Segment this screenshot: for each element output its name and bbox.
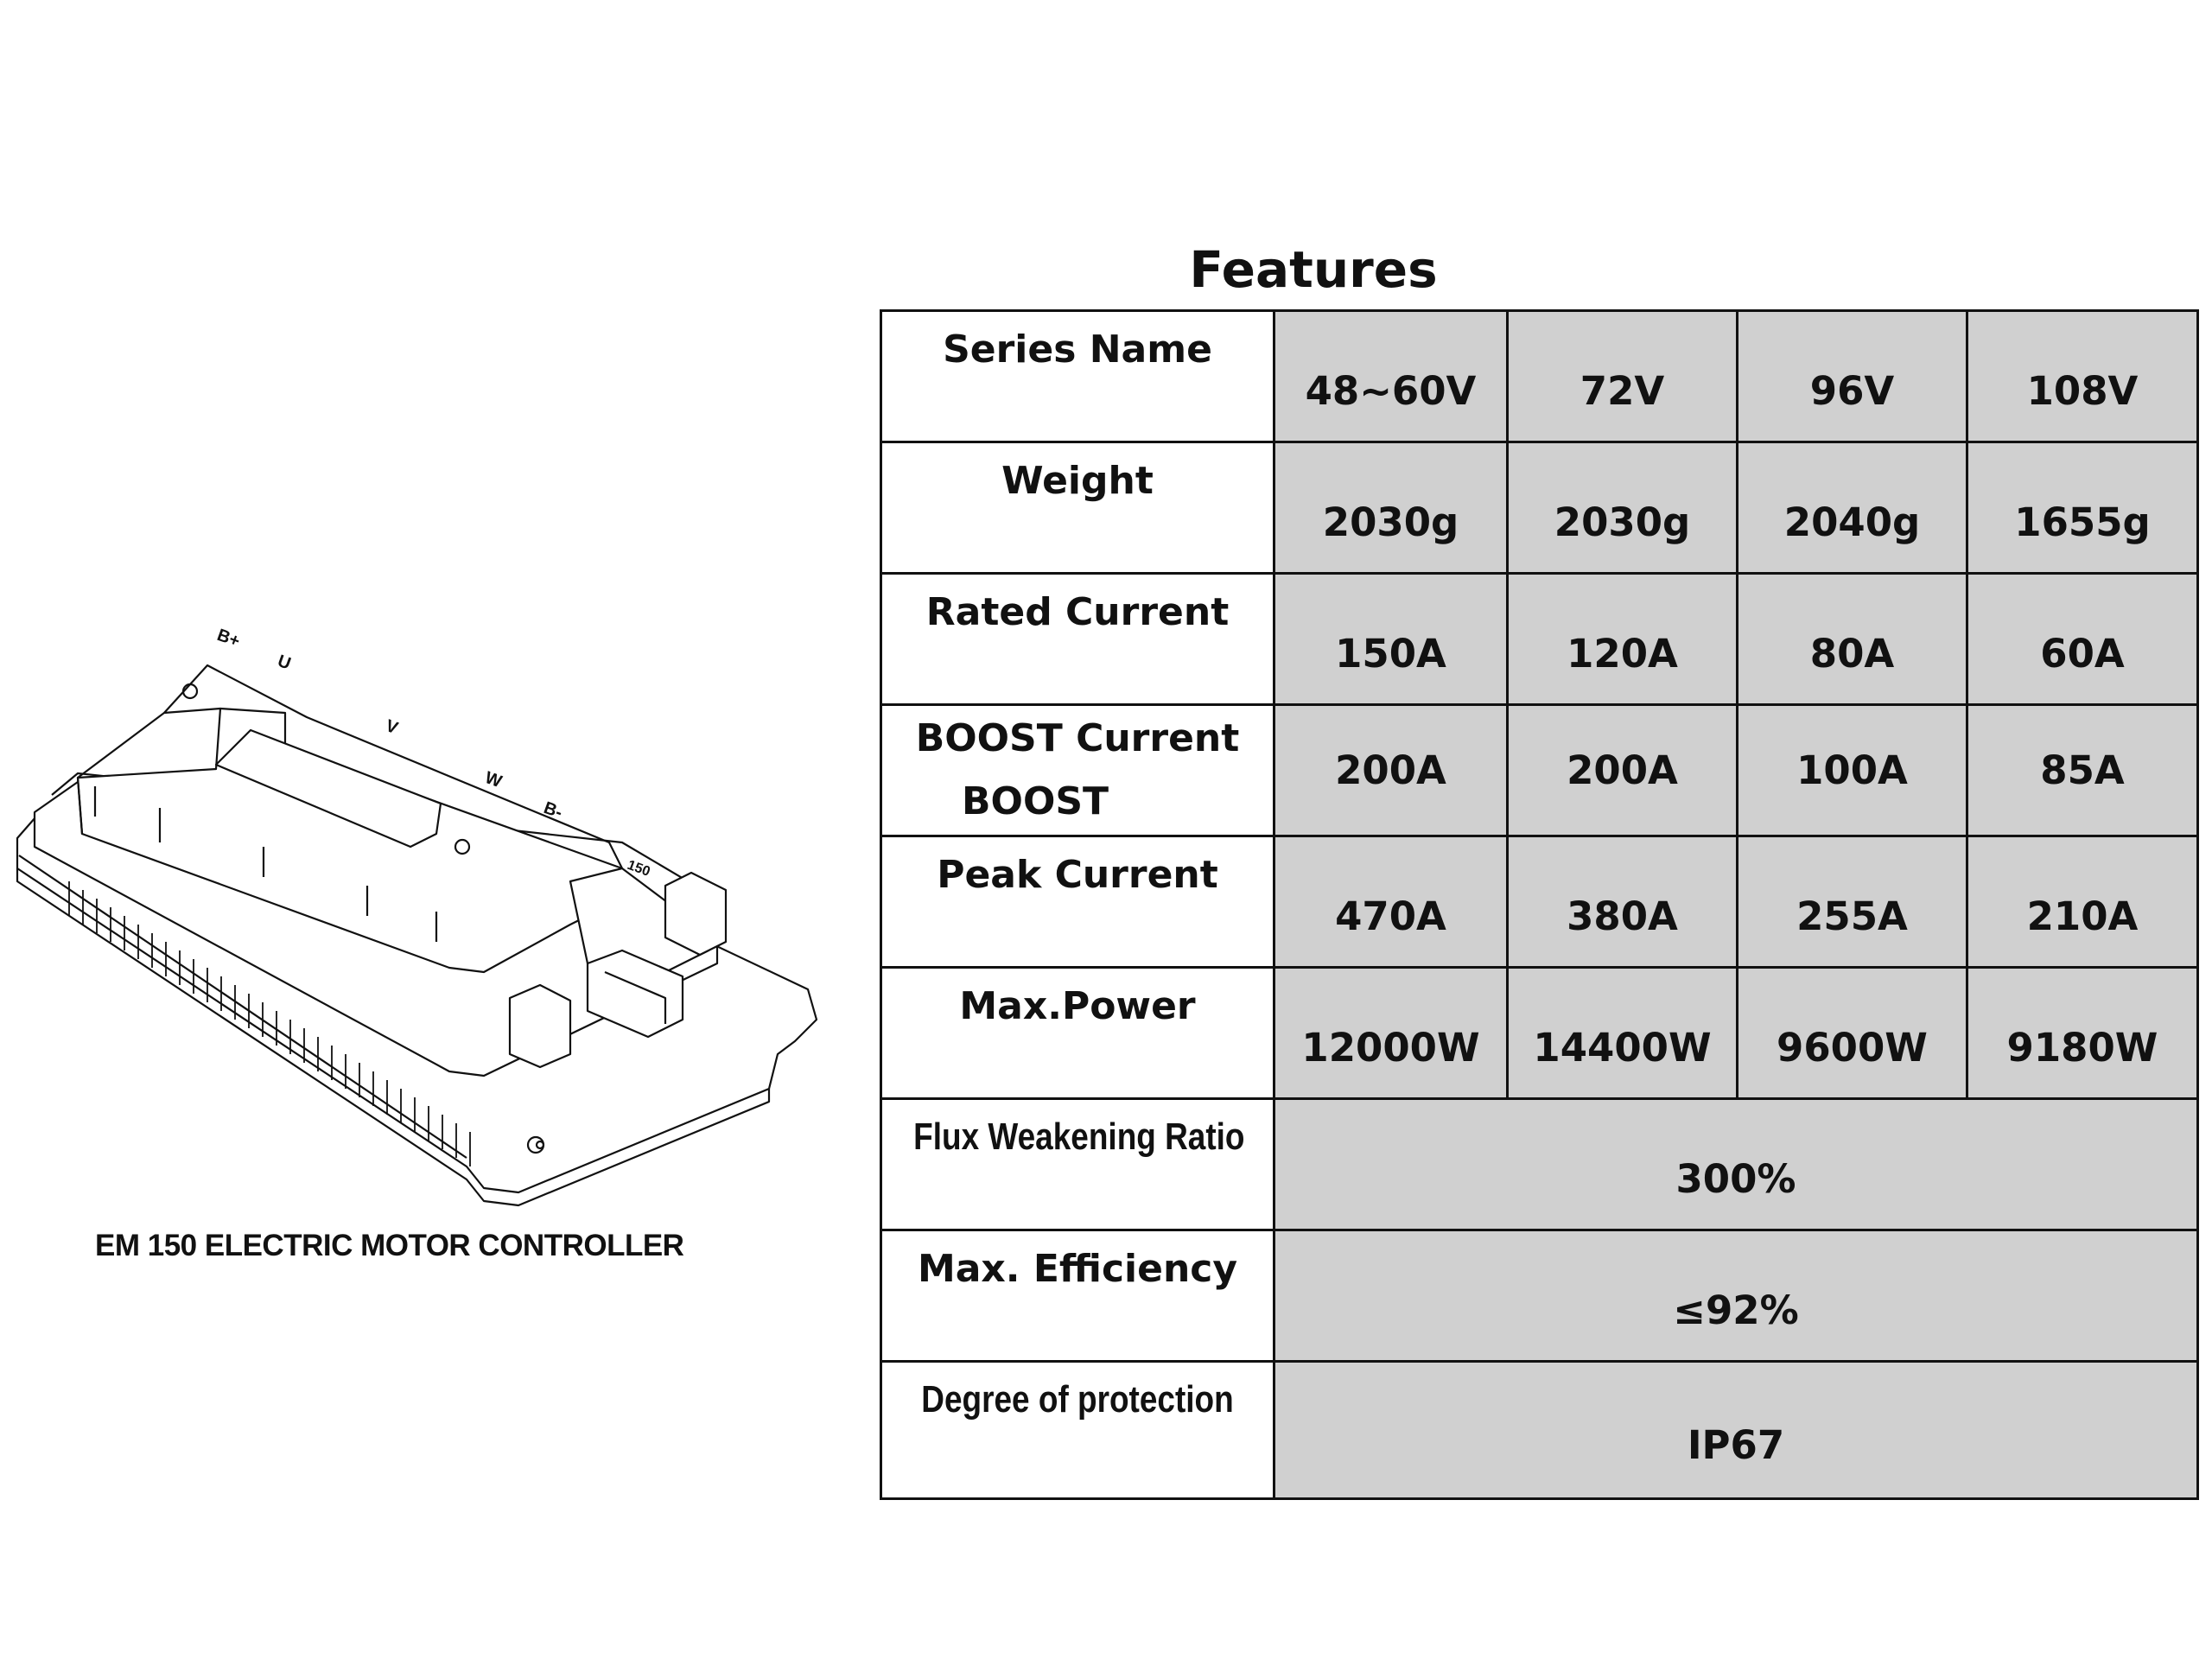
table-cell: 100A [1736, 703, 1968, 837]
product-caption: EM 150 ELECTRIC MOTOR CONTROLLER [95, 1229, 684, 1262]
table-row: Max.Power 12000W 14400W 9600W 9180W [880, 966, 2199, 1100]
table-cell: 9600W [1736, 966, 1968, 1100]
table-row: Weight 2030g 2030g 2040g 1655g [880, 441, 2199, 575]
table-row: Rated Current 150A 120A 80A 60A [880, 572, 2199, 706]
table-cell: 60A [1966, 572, 2199, 706]
row-label-rated-current: Rated Current [880, 572, 1275, 706]
terminal-label-u: U [275, 652, 293, 674]
column-header: 48~60V [1273, 309, 1509, 443]
terminal-label-v: V [383, 716, 401, 738]
table-row: Series Name 48~60V 72V 96V 108V [880, 309, 2199, 443]
column-header: 108V [1966, 309, 2199, 443]
row-label-boost-current: BOOST Current BOOST [880, 703, 1275, 837]
terminal-label-bplus: B+ [214, 626, 242, 652]
terminal-label-w: W [482, 768, 504, 791]
table-cell: 200A [1273, 703, 1509, 837]
table-cell: 210A [1966, 835, 2199, 969]
table-cell: 120A [1506, 572, 1738, 706]
table-cell: 2030g [1273, 441, 1509, 575]
column-header: 72V [1506, 309, 1738, 443]
table-row: Degree of protection IP67 [880, 1360, 2199, 1500]
table-cell: 200A [1506, 703, 1738, 837]
row-sublabel-boost: BOOST [962, 779, 1109, 823]
table-row: Peak Current 470A 380A 255A 210A [880, 835, 2199, 969]
table-cell: 255A [1736, 835, 1968, 969]
table-cell: 2040g [1736, 441, 1968, 575]
table-cell: 14400W [1506, 966, 1738, 1100]
table-cell: 12000W [1273, 966, 1509, 1100]
column-header: 96V [1736, 309, 1968, 443]
table-cell: 80A [1736, 572, 1968, 706]
table-cell: 150A [1273, 572, 1509, 706]
row-label-weight: Weight [880, 441, 1275, 575]
row-label-peak-current: Peak Current [880, 835, 1275, 969]
features-title: Features [1189, 240, 1438, 299]
table-cell: 1655g [1966, 441, 2199, 575]
row-label-series-name: Series Name [880, 309, 1275, 443]
table-cell: ≤92% [1273, 1229, 2199, 1363]
table-cell: 380A [1506, 835, 1738, 969]
row-label-max-power: Max.Power [880, 966, 1275, 1100]
table-cell: 470A [1273, 835, 1509, 969]
table-cell: 2030g [1506, 441, 1738, 575]
table-cell: IP67 [1273, 1360, 2199, 1500]
table-cell: 9180W [1966, 966, 2199, 1100]
row-label-degree-of-protection: Degree of protection [880, 1360, 1275, 1500]
table-row: BOOST Current BOOST 200A 200A 100A 85A [880, 703, 2199, 837]
terminal-label-bminus: B- [541, 798, 564, 823]
table-row: Max. Efficiency ≤92% [880, 1229, 2199, 1363]
table-cell: 85A [1966, 703, 2199, 837]
features-table: Series Name 48~60V 72V 96V 108V Weight 2… [880, 309, 2199, 1500]
table-cell: 300% [1273, 1097, 2199, 1231]
table-row: Flux Weakening Ratio 300% [880, 1097, 2199, 1231]
row-label-max-efficiency: Max. Efficiency [880, 1229, 1275, 1363]
motor-controller-drawing: B+ U V W B- 150 [16, 626, 818, 1207]
row-label-flux-weakening-ratio: Flux Weakening Ratio [880, 1097, 1275, 1231]
